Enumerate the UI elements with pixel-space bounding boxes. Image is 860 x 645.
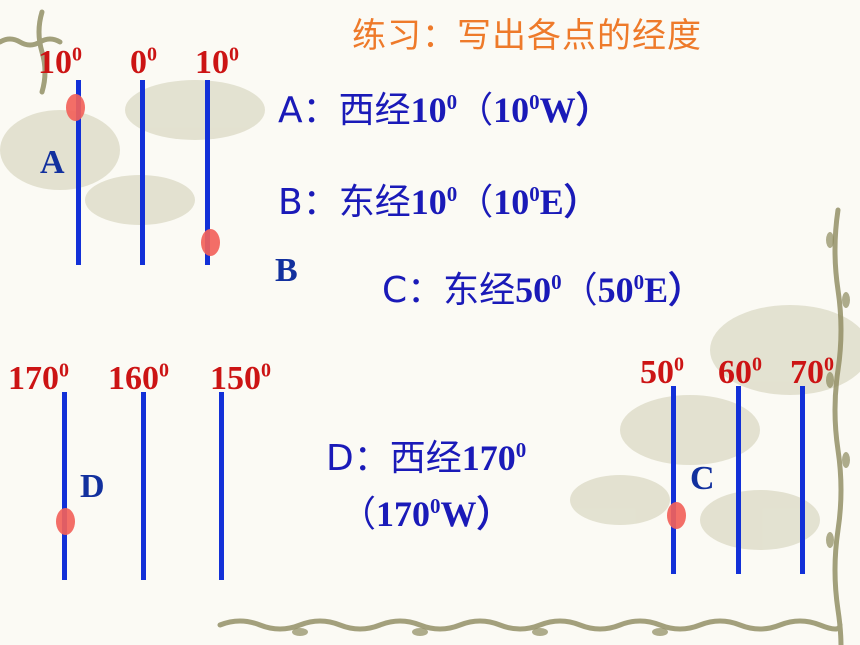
answer-a: A：西经100（100W） bbox=[278, 90, 612, 131]
meridian-label-10w: 100 bbox=[38, 43, 82, 81]
meridian-line bbox=[76, 80, 81, 265]
answer-b: B：东经100（100E） bbox=[278, 182, 600, 223]
meridian-label-0: 00 bbox=[130, 43, 157, 81]
meridian-line bbox=[219, 392, 224, 580]
meridian-label-70e: 700 bbox=[790, 353, 834, 391]
point-label-d: D bbox=[80, 468, 105, 505]
meridian-line bbox=[141, 392, 146, 580]
point-c-dot bbox=[667, 502, 686, 529]
answer-c: C：东经500（500E） bbox=[382, 270, 705, 311]
point-d-dot bbox=[56, 508, 75, 535]
point-a-dot bbox=[66, 94, 85, 121]
answer-d-line1: D：西经1700 bbox=[326, 438, 527, 479]
meridian-line bbox=[62, 392, 67, 580]
point-label-a: A bbox=[40, 144, 65, 181]
meridian-label-170: 1700 bbox=[8, 359, 69, 397]
meridian-label-10e: 100 bbox=[195, 43, 239, 81]
meridian-line bbox=[671, 386, 676, 574]
point-label-c: C bbox=[690, 460, 715, 497]
point-label-b: B bbox=[275, 252, 298, 289]
meridian-label-160: 1600 bbox=[108, 359, 169, 397]
meridian-line bbox=[205, 80, 210, 265]
meridian-label-50e: 500 bbox=[640, 353, 684, 391]
point-b-dot bbox=[201, 229, 220, 256]
meridian-line bbox=[736, 386, 741, 574]
meridian-label-150: 1500 bbox=[210, 359, 271, 397]
meridian-line bbox=[140, 80, 145, 265]
page-title: 练习：写出各点的经度 bbox=[352, 16, 702, 56]
meridian-label-60e: 600 bbox=[718, 353, 762, 391]
answer-d-line2: （1700W） bbox=[340, 494, 513, 535]
meridian-line bbox=[800, 386, 805, 574]
